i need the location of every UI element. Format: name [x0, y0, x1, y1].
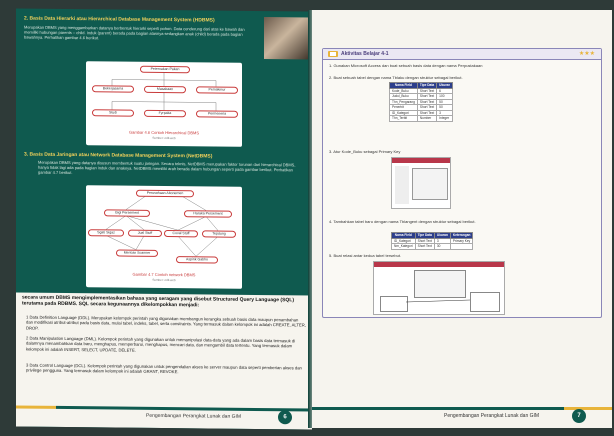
table-header: Ukuran	[436, 82, 454, 89]
footer-book-title: Pengembangan Perangkat Lunak dan GIM	[444, 413, 540, 419]
left-page: 2. Basis Data Hierarki atau Hierarchical…	[16, 8, 312, 430]
table-cell: Integer	[436, 115, 454, 122]
table-header: Nama Field	[391, 232, 416, 239]
right-page: Aktivitas Belajar 4-1 ★★★ 1. Gunakan Mic…	[312, 10, 612, 428]
table-cell: 100	[436, 93, 454, 100]
network-node: Jual Stuff	[128, 229, 162, 237]
table-cell: Primary Key	[449, 237, 474, 244]
sql-intro: secara umum DBMS mengimplementasikan bah…	[22, 294, 295, 309]
footer-book-title: Pengembangan Perangkat Lunak dan GIM	[146, 412, 242, 420]
table-kategori: Nama Field Tipe Data Ukuran Keterangan I…	[391, 232, 474, 250]
tree-connectors	[111, 71, 217, 111]
step-5: 5. Buat relasi antar kedua tabel tersebu…	[329, 253, 402, 258]
relationship-lines	[405, 299, 471, 303]
table-cell: Short Text	[416, 98, 438, 105]
relationship-window	[414, 270, 466, 298]
step-3: 3. Atur Kode_Buku sebagai Primary Key	[329, 149, 401, 154]
left-footer: Pengembangan Perangkat Lunak dan GIM 6	[16, 402, 312, 430]
table-cell	[449, 243, 474, 250]
sql-item-dcl: 3 Data Control Language (DCL). Kelompok …	[26, 362, 302, 375]
activity-title: Aktivitas Belajar 4-1	[341, 51, 389, 57]
step-2: 2. Buat sebuah tabel dengan nama Tblaku …	[329, 75, 463, 80]
sql-section: secara umum DBMS mengimplementasikan bah…	[16, 292, 312, 416]
network-node: Merican Scanner	[116, 249, 158, 257]
table-header: Tipe Data	[414, 232, 435, 239]
table-box	[380, 296, 408, 312]
section-2-title: 2. Basis Data Hierarki atau Hierarchical…	[24, 15, 215, 24]
access-ribbon	[392, 158, 450, 163]
table-cell: Nm_Kategori	[391, 243, 416, 250]
network-node: Coval Stuff	[164, 230, 198, 238]
table-cell: Short Text	[414, 243, 435, 250]
activity-header: Aktivitas Belajar 4-1 ★★★	[323, 49, 601, 60]
network-node: Aspirik Gabhn	[176, 256, 218, 264]
network-connectors	[105, 195, 219, 257]
network-node: Sgati Sigaz	[88, 229, 124, 237]
table-cell: 30	[433, 243, 451, 250]
relationship-screenshot	[373, 261, 505, 315]
table-cell: 3	[436, 109, 454, 116]
footer-accent	[564, 407, 612, 410]
table-box	[470, 292, 500, 312]
access-pane	[395, 166, 409, 204]
star-icon: ★★★	[578, 51, 595, 57]
table-cell: 50	[436, 98, 454, 105]
table-cell: Thn_Terbit	[389, 115, 418, 122]
table-cell: Short Text	[416, 87, 438, 94]
table-header: Tipe Data	[416, 82, 438, 89]
table-header: Keterangan	[449, 232, 474, 239]
page-number: 6	[278, 410, 292, 425]
page-number: 7	[572, 409, 586, 423]
table-cell: Thn_Pengarang	[389, 98, 418, 105]
activity-icon	[328, 51, 338, 57]
step-4: 4. Tambahkan tabel baru dengan nama Tbla…	[329, 219, 476, 224]
access-ribbon	[374, 262, 504, 267]
network-node: Haraka Persement	[184, 210, 232, 218]
activity-box: Aktivitas Belajar 4-1 ★★★ 1. Gunakan Mic…	[322, 48, 602, 318]
step-1: 1. Gunakan Microsoft Access dan buat seb…	[329, 63, 483, 68]
table-cell: Number	[416, 115, 438, 122]
table-cell: 50	[436, 104, 454, 111]
access-screenshot-primary-key	[391, 157, 451, 209]
network-node: Tepdung	[202, 230, 236, 238]
table-cell: Short Text	[416, 104, 438, 111]
network-diagram: Perusahaan Abonemen Gigi Persement Harak…	[86, 185, 242, 289]
hierarchy-diagram: Peternakan Pakan Bekerjasama Masakaan Pe…	[86, 61, 242, 147]
footer-band	[56, 405, 312, 412]
network-node: Gigi Persement	[104, 209, 150, 217]
footer-accent	[16, 405, 56, 409]
right-footer: Pengembangan Perangkat Lunak dan GIM 7	[312, 404, 612, 428]
author-photo	[264, 17, 310, 60]
network-node: Perusahaan Abonemen	[136, 189, 194, 198]
sql-item-ddl: 1 Data Definition Language (DDL). Merupa…	[26, 314, 306, 331]
table-cell: Short Text	[416, 109, 438, 116]
table-cell: Short Text	[414, 237, 435, 244]
sql-item-dml: 2 Data Manipulation Language (DML). Kelo…	[26, 335, 296, 353]
table-cell: Short Text	[416, 93, 438, 100]
table-cell: 6	[436, 87, 454, 94]
section-2-body: Merupakan DBMS yang menggambarkan datany…	[24, 24, 245, 41]
footer-band	[312, 407, 564, 410]
section-3-body: Merupakan DBMS yang datanya disusun memb…	[38, 159, 296, 176]
context-menu	[412, 168, 448, 200]
